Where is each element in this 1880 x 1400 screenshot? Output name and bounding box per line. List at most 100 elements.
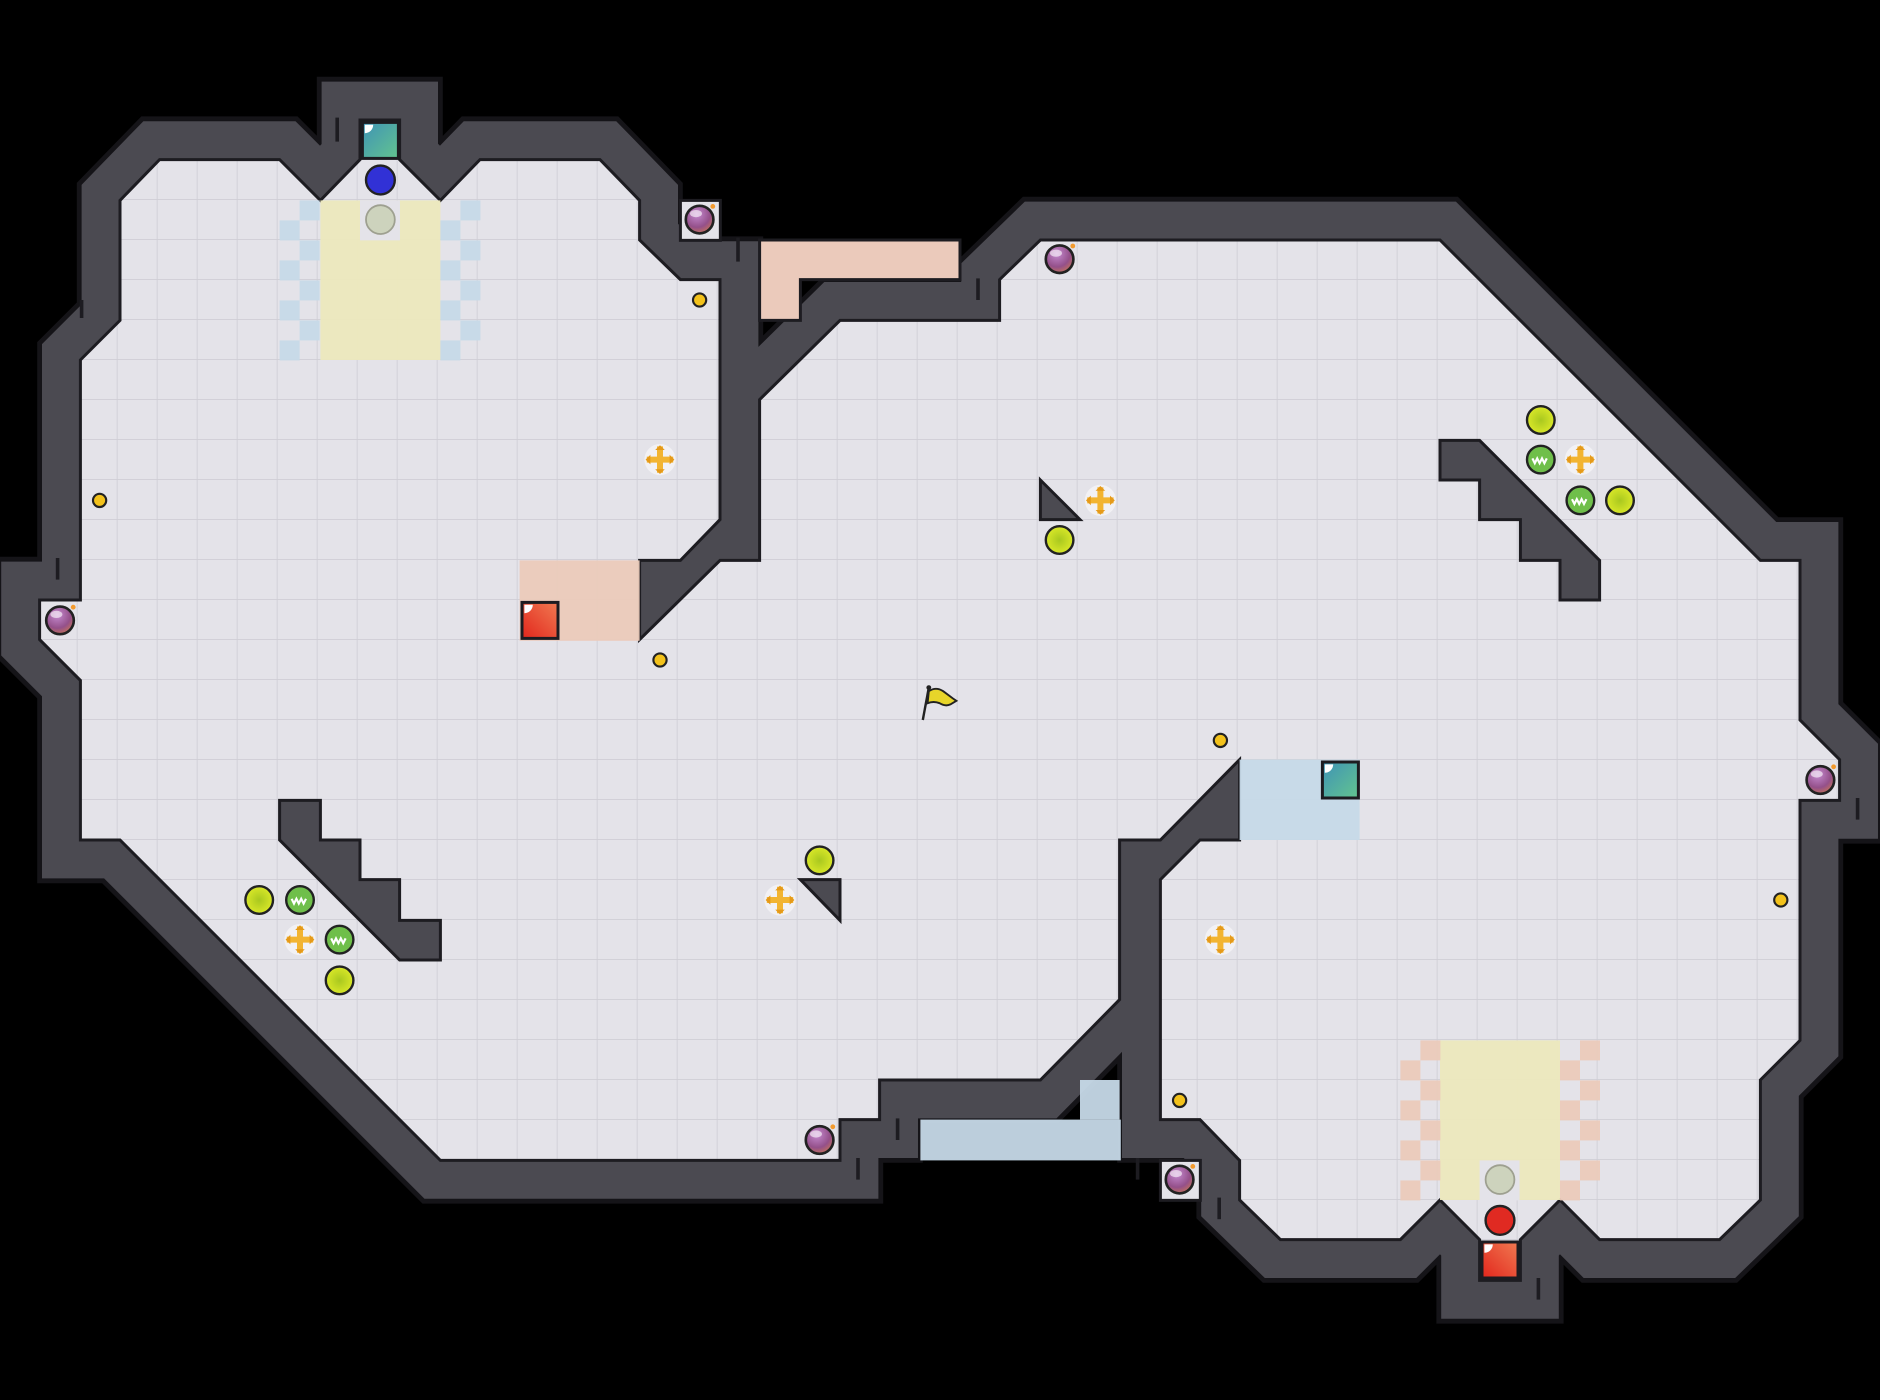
powerup-ball[interactable]	[244, 884, 275, 915]
red-checker-tile	[1420, 1160, 1441, 1181]
blue-checker-tile	[279, 260, 300, 281]
blue-checker-tile	[440, 220, 461, 241]
boost-cross[interactable]	[764, 884, 796, 916]
blue-zone	[1079, 1079, 1120, 1120]
bomb[interactable]	[1805, 764, 1836, 796]
red-checker-tile	[1400, 1180, 1421, 1201]
boost-cross[interactable]	[644, 443, 676, 476]
fuse-icon	[1831, 764, 1836, 770]
red-checker-tile	[1580, 1040, 1601, 1061]
blue-checker-tile	[460, 320, 481, 341]
red-spawn-marker[interactable]	[1484, 1204, 1516, 1236]
striped-ball[interactable]	[1565, 485, 1596, 516]
boost-cross[interactable]	[1084, 484, 1116, 516]
red-checker-tile	[1559, 1180, 1581, 1201]
powerup-ball[interactable]	[804, 845, 835, 876]
red-checker-tile	[1420, 1120, 1441, 1141]
bomb[interactable]	[44, 604, 76, 636]
fuse-icon	[710, 203, 716, 209]
powerup-ball-icon	[244, 884, 275, 915]
blue-team-tile[interactable]	[360, 120, 400, 160]
fuse-icon	[830, 1124, 836, 1130]
red-team-tile[interactable]	[520, 600, 560, 640]
red-checker-tile	[1559, 1100, 1581, 1121]
powerup-ball[interactable]	[1525, 404, 1556, 435]
powerup-ball-icon	[324, 965, 355, 996]
bomb[interactable]	[804, 1124, 836, 1156]
bomb-icon	[1164, 1164, 1195, 1195]
bomb[interactable]	[1044, 243, 1076, 275]
bomb-icon	[1044, 244, 1075, 275]
fuse-icon	[70, 604, 76, 610]
coin[interactable]	[691, 292, 708, 308]
coin[interactable]	[652, 652, 668, 668]
boost-cross[interactable]	[284, 923, 316, 956]
powerup-ball-icon	[1525, 404, 1556, 435]
powerup-ball[interactable]	[324, 965, 355, 996]
bomb-icon	[1805, 764, 1836, 796]
red-checker-tile	[1580, 1160, 1601, 1181]
blue-checker-tile	[279, 220, 300, 241]
boost-cross-icon	[1087, 487, 1114, 514]
powerup-ball-icon	[1044, 524, 1075, 555]
blue-checker-tile	[460, 240, 481, 261]
blue-checker-tile	[299, 320, 320, 341]
bomb-icon	[804, 1124, 835, 1156]
blue-checker-tile	[460, 280, 481, 301]
red-team-tile[interactable]	[1480, 1240, 1520, 1280]
powerup-ball-icon	[1604, 485, 1635, 516]
stripe-icon	[330, 935, 347, 946]
inner-wall	[278, 798, 442, 962]
striped-ball[interactable]	[324, 924, 355, 955]
red-checker-tile	[1400, 1100, 1421, 1121]
coin[interactable]	[1212, 732, 1229, 749]
powerup-ball[interactable]	[1044, 524, 1075, 555]
powerup-ball[interactable]	[1604, 485, 1635, 516]
stripe-icon	[1571, 496, 1588, 507]
red-checker-tile	[1559, 1060, 1581, 1081]
red-checker-tile	[1580, 1080, 1601, 1101]
blue-checker-tile	[299, 280, 320, 301]
coin[interactable]	[1773, 892, 1789, 908]
bomb-icon	[44, 605, 76, 636]
blue-zone	[920, 1119, 1121, 1161]
red-checker-tile	[1580, 1120, 1601, 1141]
red-checker-tile	[1400, 1060, 1421, 1081]
blue-checker-tile	[440, 300, 461, 321]
boost-cross-icon	[1207, 926, 1234, 953]
bomb[interactable]	[684, 203, 716, 235]
red-checker-tile	[1400, 1140, 1421, 1161]
flag-slot	[1484, 1164, 1516, 1195]
boost-cross-icon	[1567, 446, 1594, 473]
bomb[interactable]	[1164, 1163, 1196, 1195]
blue-checker-tile	[460, 200, 481, 221]
striped-ball[interactable]	[1525, 444, 1556, 475]
powerup-ball-icon	[804, 845, 835, 876]
coin[interactable]	[91, 492, 108, 509]
red-checker-tile	[1420, 1040, 1441, 1061]
inner-walls	[55, 117, 1860, 1300]
blue-checker-tile	[299, 200, 320, 221]
fuse-icon	[1070, 243, 1076, 249]
boost-cross[interactable]	[1204, 923, 1236, 956]
pink-ledge	[758, 238, 962, 322]
stripe-icon	[1531, 455, 1548, 466]
red-checker-tile	[1420, 1080, 1441, 1101]
fuse-icon	[1190, 1163, 1196, 1169]
flag-icon	[926, 687, 959, 707]
neutral-flag[interactable]	[921, 685, 959, 721]
coin[interactable]	[1171, 1092, 1188, 1109]
inner-wall	[1438, 438, 1602, 602]
boost-cross-icon	[766, 886, 794, 914]
blue-checker-tile	[299, 240, 320, 261]
bomb-icon	[684, 204, 715, 235]
striped-ball[interactable]	[284, 884, 315, 915]
boost-cross-icon	[286, 926, 314, 953]
boost-cross[interactable]	[1564, 443, 1596, 476]
blue-checker-tile	[440, 340, 461, 361]
blue-spawn-marker[interactable]	[364, 164, 396, 196]
items	[44, 120, 1836, 1280]
boost-cross-icon	[646, 446, 674, 473]
blue-team-tile[interactable]	[1320, 760, 1360, 800]
